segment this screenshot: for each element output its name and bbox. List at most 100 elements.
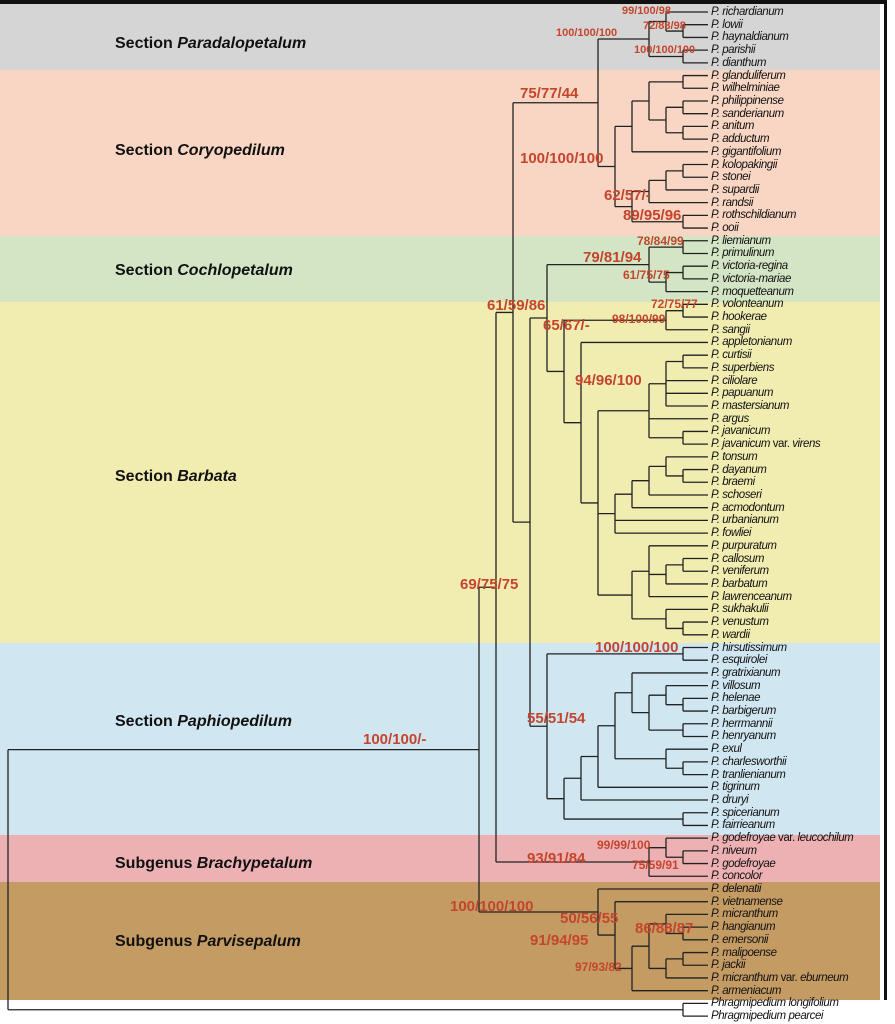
taxon-label: P. godefroyae var. leucochilum — [711, 832, 854, 845]
genus: P. — [711, 895, 720, 908]
epithet: esquirolei — [722, 654, 767, 667]
taxon-label: P. parishii — [711, 44, 756, 57]
taxon-label: P. haynaldianum — [711, 31, 789, 44]
epithet: javanicum — [722, 425, 770, 438]
taxon-label: P. victoria-mariae — [711, 273, 791, 285]
epithet: wardii — [722, 628, 750, 641]
genus: P. — [711, 984, 720, 997]
support-value: 97/93/82 — [575, 960, 622, 974]
genus: P. — [711, 666, 720, 679]
taxon-label: P. micranthum var. eburneum — [711, 971, 849, 984]
taxon-label: P. lawrenceanum — [711, 591, 792, 603]
taxon-label: P. rothschildianum — [711, 209, 796, 221]
taxon-label: P. gratrixianum — [711, 666, 781, 679]
taxon-label: Phragmipedium pearcei — [711, 1010, 823, 1022]
genus: P. — [711, 717, 720, 730]
infraspecific-epithet: leucochilum — [797, 832, 854, 845]
genus: Phragmipedium — [711, 997, 786, 1010]
epithet: supardii — [722, 183, 759, 196]
label-name: Paphiopedilum — [177, 713, 292, 730]
genus: P. — [711, 450, 720, 463]
taxon-label: P. charlesworthii — [711, 755, 787, 768]
taxon-label: P. supardii — [711, 184, 759, 196]
epithet: concolor — [722, 870, 763, 883]
support-value: 75/59/91 — [632, 858, 679, 872]
taxon-label: P. niveum — [711, 845, 757, 857]
genus: P. — [711, 463, 720, 476]
genus: P. — [711, 171, 720, 184]
genus: P. — [711, 705, 720, 718]
epithet: gigantifolium — [722, 145, 781, 158]
top-border — [0, 0, 895, 4]
taxon-label: P. fowliei — [711, 527, 751, 539]
genus: P. — [711, 145, 720, 158]
genus: P. — [711, 565, 720, 578]
epithet: fowliei — [722, 527, 752, 540]
genus: P. — [711, 222, 720, 235]
epithet: druryi — [722, 794, 749, 807]
epithet: godefroyae — [722, 832, 776, 845]
taxon-label: P. henryanum — [711, 730, 776, 742]
taxon-label: P. helenae — [711, 692, 760, 704]
taxon-label: P. tigrinum — [711, 781, 760, 793]
taxon-label: P. mastersianum — [711, 400, 790, 412]
genus: P. — [711, 438, 720, 451]
epithet: barbigerum — [722, 705, 776, 718]
epithet: purpuratum — [722, 539, 777, 552]
genus: P. — [711, 18, 720, 31]
epithet: tranlienianum — [722, 768, 786, 781]
epithet: micranthum — [722, 971, 778, 984]
section-label-brachypetalum: Subgenus Brachypetalum — [115, 855, 312, 873]
right-border — [884, 0, 895, 1000]
genus: P. — [711, 69, 720, 82]
taxon-label: P. esquirolei — [711, 654, 767, 666]
label-name: Cochlopetalum — [177, 262, 293, 279]
label-name: Coryopedilum — [177, 142, 285, 159]
taxon-label: P. herrmannii — [711, 717, 773, 730]
section-label-paradalopetalum: Section Paradalopetalum — [115, 35, 306, 53]
taxon-label: P. delenatii — [711, 883, 761, 895]
support-value: 78/84/99 — [637, 234, 684, 248]
genus: P. — [711, 755, 720, 768]
epithet: javanicum — [722, 438, 770, 451]
infraspecific-epithet: eburneum — [800, 971, 849, 984]
label-prefix: Subgenus — [115, 933, 193, 950]
taxon-label: P. stonei — [711, 171, 751, 184]
epithet: longifolium — [788, 997, 839, 1010]
genus: P. — [711, 654, 720, 667]
epithet: pearcei — [788, 1010, 824, 1023]
taxon-label: P. tonsum — [711, 450, 758, 463]
epithet: godefroyae — [722, 857, 776, 870]
label-prefix: Section — [115, 713, 173, 730]
taxon-label: P. volonteanum — [711, 298, 784, 310]
taxon-label: P. philippinense — [711, 95, 784, 107]
epithet: parishii — [722, 44, 756, 57]
genus: P. — [711, 412, 720, 425]
taxon-label: P. kolopakingii — [711, 159, 777, 171]
genus: P. — [711, 870, 720, 883]
taxon-label: P. adductum — [711, 133, 770, 145]
epithet: argus — [722, 412, 749, 425]
label-prefix: Section — [115, 468, 173, 485]
genus: P. — [711, 552, 720, 565]
genus: P. — [711, 387, 720, 400]
genus: P. — [711, 857, 720, 870]
taxon-label: P. anitum — [711, 120, 755, 132]
label-name: Barbata — [177, 468, 237, 485]
taxon-label: P. victoria-regina — [711, 260, 788, 272]
genus: P. — [711, 832, 720, 845]
genus: P. — [711, 971, 720, 984]
taxon-label: P. gigantifolium — [711, 146, 781, 158]
epithet: venustum — [722, 616, 769, 629]
band-paphiopedilum: Section Paphiopedilum — [0, 643, 880, 835]
taxon-label: P. papuanum — [711, 387, 773, 399]
genus: P. — [711, 247, 720, 260]
section-label-paphiopedilum: Section Paphiopedilum — [115, 713, 292, 731]
epithet: dianthum — [722, 56, 766, 69]
epithet: helenae — [722, 692, 761, 705]
epithet: braemi — [722, 476, 755, 489]
epithet: dayanum — [722, 463, 767, 476]
epithet: haynaldianum — [722, 31, 789, 44]
genus: P. — [711, 539, 720, 552]
